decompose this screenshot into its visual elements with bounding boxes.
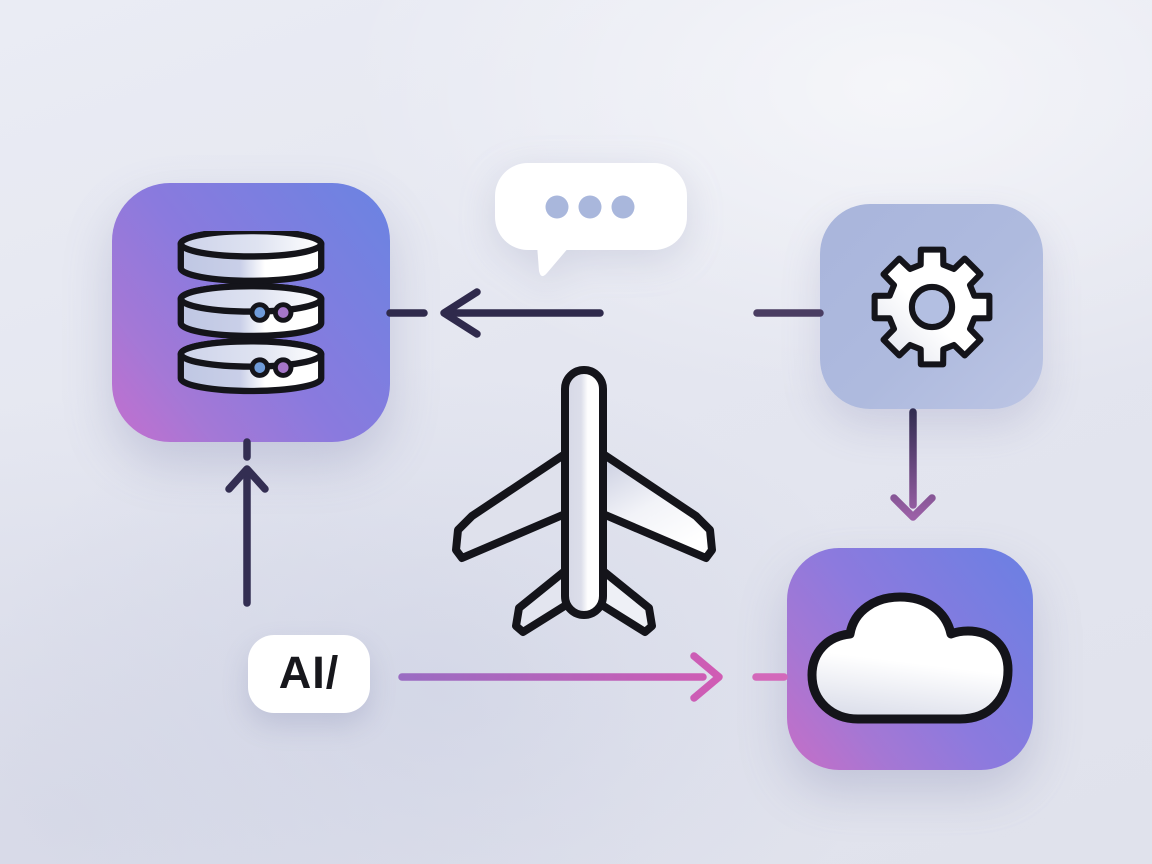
arrow-gear-to-database <box>386 288 824 338</box>
arrow-gear-to-cloud <box>890 408 936 521</box>
chat-bubble <box>493 161 697 283</box>
typing-dot <box>545 195 569 219</box>
status-dot-blue <box>249 356 271 378</box>
disk-bottom <box>177 337 325 394</box>
typing-dot <box>611 195 635 219</box>
arrow-ai-to-database <box>225 438 269 607</box>
ai-label: AI/ <box>248 635 370 713</box>
gear-box <box>820 204 1043 409</box>
database-box <box>112 183 390 442</box>
cloud-box <box>787 548 1033 770</box>
chat-bubble-icon <box>495 163 687 277</box>
right-wing <box>599 450 716 562</box>
gear-hole <box>908 283 955 330</box>
gear-icon <box>871 246 992 367</box>
disk-top <box>177 230 325 284</box>
status-dot-purple <box>272 301 294 323</box>
typing-dot <box>578 195 602 219</box>
ai-label-text: AI/ <box>278 647 340 698</box>
cloud-icon <box>807 592 1013 724</box>
left-wing <box>452 450 569 562</box>
airplane <box>448 364 720 642</box>
airplane-icon <box>452 366 716 636</box>
status-dot-blue <box>249 301 271 323</box>
status-dot-purple <box>272 356 294 378</box>
fuselage <box>561 366 607 619</box>
database-icon <box>177 230 325 394</box>
arrow-ai-to-cloud <box>398 652 788 702</box>
disk-middle <box>177 282 325 339</box>
